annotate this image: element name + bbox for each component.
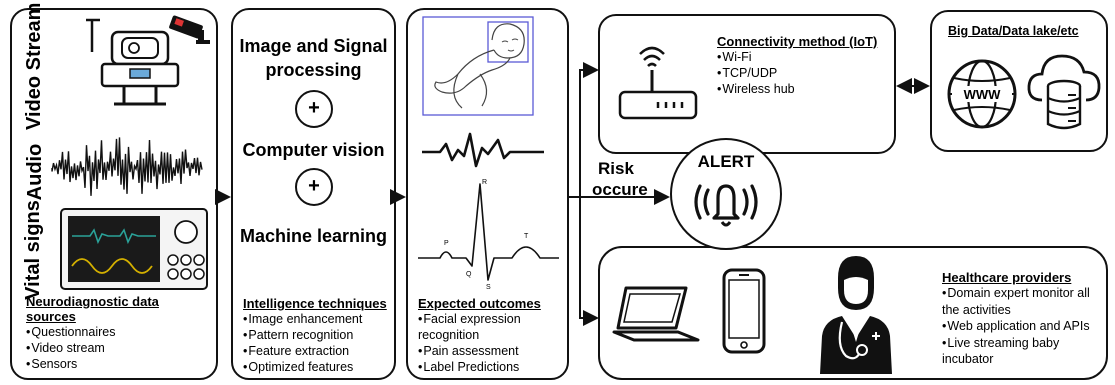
list-item: Web application and APIs [942,318,1106,335]
list-item: Live streaming baby incubator [942,335,1106,368]
input-sources-list: Questionnaires Video stream Sensors [26,324,216,372]
bigdata-panel: Big Data/Data lake/etc WWW [930,10,1108,152]
list-item: Sensors [26,356,216,372]
step-computer-vision: Computer vision [242,140,385,160]
expected-outcomes-section: Expected outcomes Facial expression reco… [418,296,568,375]
ecg-label-p: P [444,240,449,247]
connectivity-title: Connectivity method (IoT) [717,34,878,49]
doctor-icon [820,256,892,374]
outcomes-panel: P Q R S T Expected outcomes Facial expre… [406,8,569,380]
alert-label: ALERT [697,152,755,171]
ecg-label-r: R [482,179,487,186]
cctv-camera-icon [169,15,210,44]
plus-icon: + [295,168,333,206]
expected-outcomes-list: Facial expression recognition Pain asses… [418,311,568,375]
list-item: Optimized features [243,359,393,375]
vital-signs-monitor-icon [60,208,208,290]
laptop-icon [612,286,700,342]
list-item: Feature extraction [243,343,393,359]
www-globe-icon: WWW [947,59,1017,129]
list-item: Domain expert monitor all the activities [942,285,1106,318]
baby-face-detection-icon [422,16,534,116]
wifi-router-icon [618,46,698,120]
ecg-label-t: T [524,233,529,240]
ecg-label-q: Q [466,271,472,278]
healthcare-title: Healthcare providers [942,270,1072,285]
smartphone-icon [722,268,766,354]
incubator-icon [86,18,180,106]
intelligence-techniques-section: Intelligence techniques Image enhancemen… [243,296,393,375]
audio-waveform-icon [51,137,203,196]
www-text: WWW [964,87,1002,102]
list-item: Label Predictions [418,359,568,375]
expected-outcomes-title: Expected outcomes [418,296,541,311]
list-item: Wireless hub [717,81,895,97]
signal-waveform-icon [422,132,544,168]
intelligence-techniques-title: Intelligence techniques [243,296,387,311]
ecg-label-s: S [486,284,491,291]
ecg-pqrst-icon: P Q R S T [418,179,559,291]
list-item: Wi-Fi [717,49,895,65]
cloud-database-icon [1027,54,1101,130]
connectivity-panel: Connectivity method (IoT) Wi-Fi TCP/UDP … [598,14,896,154]
alert-circle: ALERT [670,138,782,250]
list-item: Video stream [26,340,216,356]
step-machine-learning: Machine learning [239,226,388,246]
list-item: Pattern recognition [243,327,393,343]
list-item: Facial expression recognition [418,311,568,343]
plus-icon: + [295,90,333,128]
connectivity-list: Wi-Fi TCP/UDP Wireless hub [717,49,895,97]
list-item: Pain assessment [418,343,568,359]
list-item: Questionnaires [26,324,216,340]
list-item: Image enhancement [243,311,393,327]
healthcare-section: Healthcare providers Domain expert monit… [942,270,1106,368]
healthcare-list: Domain expert monitor all the activities… [942,285,1106,368]
intelligence-techniques-list: Image enhancement Pattern recognition Fe… [243,311,393,375]
bigdata-title: Big Data/Data lake/etc [948,24,1079,38]
list-item: TCP/UDP [717,65,895,81]
input-panel: Video Stream Audio Vital signs [10,3,218,380]
connectivity-section: Connectivity method (IoT) Wi-Fi TCP/UDP … [717,34,895,97]
healthcare-panel: Healthcare providers Domain expert monit… [598,246,1108,380]
alert-bell-icon [694,184,758,227]
